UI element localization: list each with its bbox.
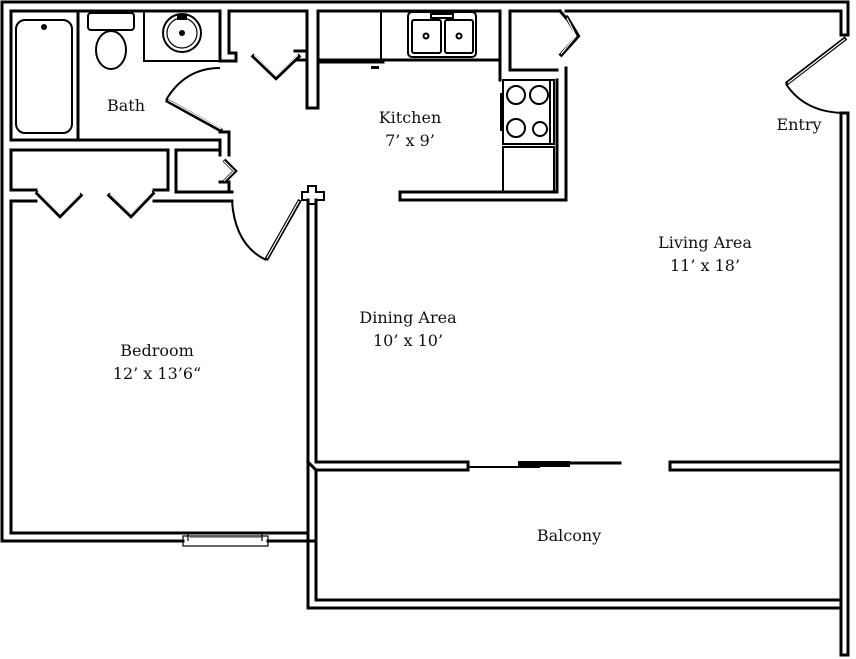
stove-icon [500, 79, 555, 193]
bathtub-basin [15, 19, 73, 134]
burner-4 [532, 121, 548, 137]
pantry-door[interactable] [558, 14, 581, 58]
interior-walls [9, 8, 843, 543]
double-sink-outer [407, 11, 477, 58]
bath-door[interactable] [165, 67, 223, 133]
drain-right [455, 32, 463, 40]
bath-label: Bath [107, 96, 145, 115]
burner-3 [506, 118, 526, 138]
entry-label: Entry [776, 115, 821, 134]
fixtures [15, 9, 555, 193]
bedroom-window [182, 534, 269, 547]
refrigerator-icon [317, 10, 382, 69]
entry-door-swing [785, 83, 847, 114]
window-frame [182, 535, 269, 547]
balcony-label: Balcony [537, 526, 601, 545]
bedroom-dimensions: 12’ x 13’6“ [113, 364, 201, 383]
room-labels: Bath Kitchen 7’ x 9’ Entry Living Area 1… [107, 96, 822, 545]
linen-closet-bifold [222, 158, 238, 184]
stove-controls [500, 93, 504, 131]
kitchen-dimensions: 7’ x 9’ [385, 131, 435, 150]
bath-door-swing [165, 67, 221, 101]
entry-door[interactable] [784, 33, 850, 115]
sink-basin-right [444, 19, 474, 54]
living-dimensions: 11’ x 18’ [670, 256, 740, 275]
sink-basin-left [411, 19, 442, 54]
bedroom-door[interactable] [231, 199, 302, 261]
drain-left [422, 32, 430, 40]
bath-door-leaf [165, 98, 223, 133]
living-label: Living Area [658, 233, 752, 252]
hall-closet-bifold [250, 53, 302, 81]
wall-post [301, 185, 325, 205]
bedroom-door-swing [231, 200, 267, 261]
sliding-door[interactable] [468, 461, 622, 468]
burner-2 [529, 85, 549, 105]
bedroom-closet-bifold-left [34, 190, 84, 219]
dining-label: Dining Area [359, 308, 457, 327]
toilet-bowl [95, 30, 127, 70]
kitchen-label: Kitchen [379, 108, 442, 127]
bathtub-icon [15, 9, 80, 142]
toilet-icon [87, 12, 135, 70]
sink-outer [162, 13, 202, 53]
kitchen-cabinet [502, 146, 555, 193]
sink-icon [143, 10, 221, 62]
hall-closet-door[interactable] [250, 53, 302, 81]
bedroom-label: Bedroom [120, 341, 194, 360]
sink-drain [179, 30, 185, 36]
bedroom-closet-bifold-right [106, 190, 156, 219]
doors [34, 14, 850, 261]
faucet [177, 15, 187, 20]
double-sink-icon [316, 11, 502, 62]
toilet-tank [87, 12, 135, 31]
bedroom-closet-doors[interactable] [34, 190, 156, 219]
kitchen-faucet [430, 13, 454, 19]
linen-closet-door[interactable] [222, 158, 238, 184]
dining-dimensions: 10’ x 10’ [373, 331, 443, 350]
burner-1 [506, 85, 526, 105]
bathtub-drain [41, 24, 47, 30]
vanity [143, 10, 221, 62]
